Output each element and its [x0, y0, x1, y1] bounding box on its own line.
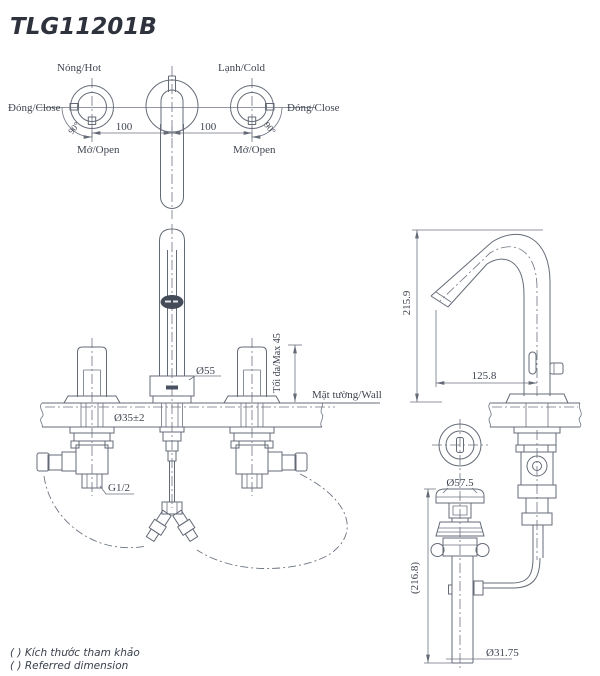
drain-assembly: Ø57.5 (216.8) Ø31.75: [409, 419, 519, 670]
footnote-english: ( ) Referred dimension: [10, 660, 128, 672]
drain-length-dim: (216.8): [409, 562, 421, 594]
open-left-label: Mở/Open: [77, 144, 120, 156]
spacing-left-dim: 100: [116, 121, 133, 133]
product-code-title: TLG11201B: [10, 14, 157, 40]
lever-pin: [550, 363, 563, 374]
hot-label: Nóng/Hot: [57, 62, 101, 74]
side-view: 215.9 125.8: [401, 230, 581, 595]
angle-right-label: 90°: [262, 120, 278, 136]
spout-base-plate: [166, 385, 178, 390]
drain-top-view: [439, 424, 481, 466]
total-height-dim: 215.9: [401, 290, 413, 315]
counter-side: [489, 403, 581, 427]
angle-left-label: 90°: [66, 120, 82, 136]
max-thickness-label: Tối đa/Max 45: [272, 333, 283, 392]
spacing-right-dim: 100: [200, 121, 217, 133]
drain-flange-dia-label: Ø57.5: [446, 477, 474, 489]
toto-logo-badge: [160, 295, 184, 309]
g12-leader: [100, 486, 134, 494]
supply-thread-label: G1/2: [108, 482, 130, 494]
spout-base-dia-label: Ø55: [196, 365, 215, 377]
open-right-label: Mở/Open: [233, 144, 276, 156]
base-flange-side: [506, 394, 568, 403]
mounting-hole-dia-label: Ø35±2: [114, 412, 144, 424]
y-connector: [144, 502, 200, 543]
footnote-vietnamese: ( ) Kích thước tham khảo: [10, 647, 140, 659]
spout-reach-dim: 125.8: [472, 370, 497, 382]
right-valve-port: [268, 452, 307, 471]
tailpiece-dia-label: Ø31.75: [486, 647, 519, 659]
drain-locknut: [431, 538, 489, 557]
pop-up-rod-joint: [474, 581, 483, 595]
valve-body-side: [474, 403, 560, 595]
front-view: Ø55 Ø35±2 Tối đa/Max 45 Mặt tường/Wall G…: [37, 224, 382, 569]
handle-front-stack: [64, 347, 120, 488]
close-right-label: Đóng/Close: [287, 102, 340, 114]
wall-label: Mặt tường/Wall: [312, 389, 382, 401]
spout-side: [431, 234, 563, 396]
close-left-label: Đóng/Close: [8, 102, 61, 114]
cold-label: Lạnh/Cold: [218, 62, 266, 74]
hot-supply-hose: [44, 476, 146, 548]
left-valve-port: [37, 452, 76, 471]
cold-supply-hose: [197, 474, 347, 569]
rotation-arc-left: [62, 107, 92, 139]
dia55-leader: [189, 376, 221, 380]
drain-flange: [436, 489, 484, 536]
drain-tailpiece: [449, 556, 474, 663]
max-thickness-dim: [288, 345, 302, 402]
spout-front: [150, 229, 221, 403]
spout-shank: [160, 403, 184, 502]
top-view: Nóng/Hot Lạnh/Cold Đóng/Close Đóng/Close…: [8, 62, 340, 219]
rotation-arc-right: [252, 107, 282, 139]
cold-handle-top: [231, 86, 275, 129]
